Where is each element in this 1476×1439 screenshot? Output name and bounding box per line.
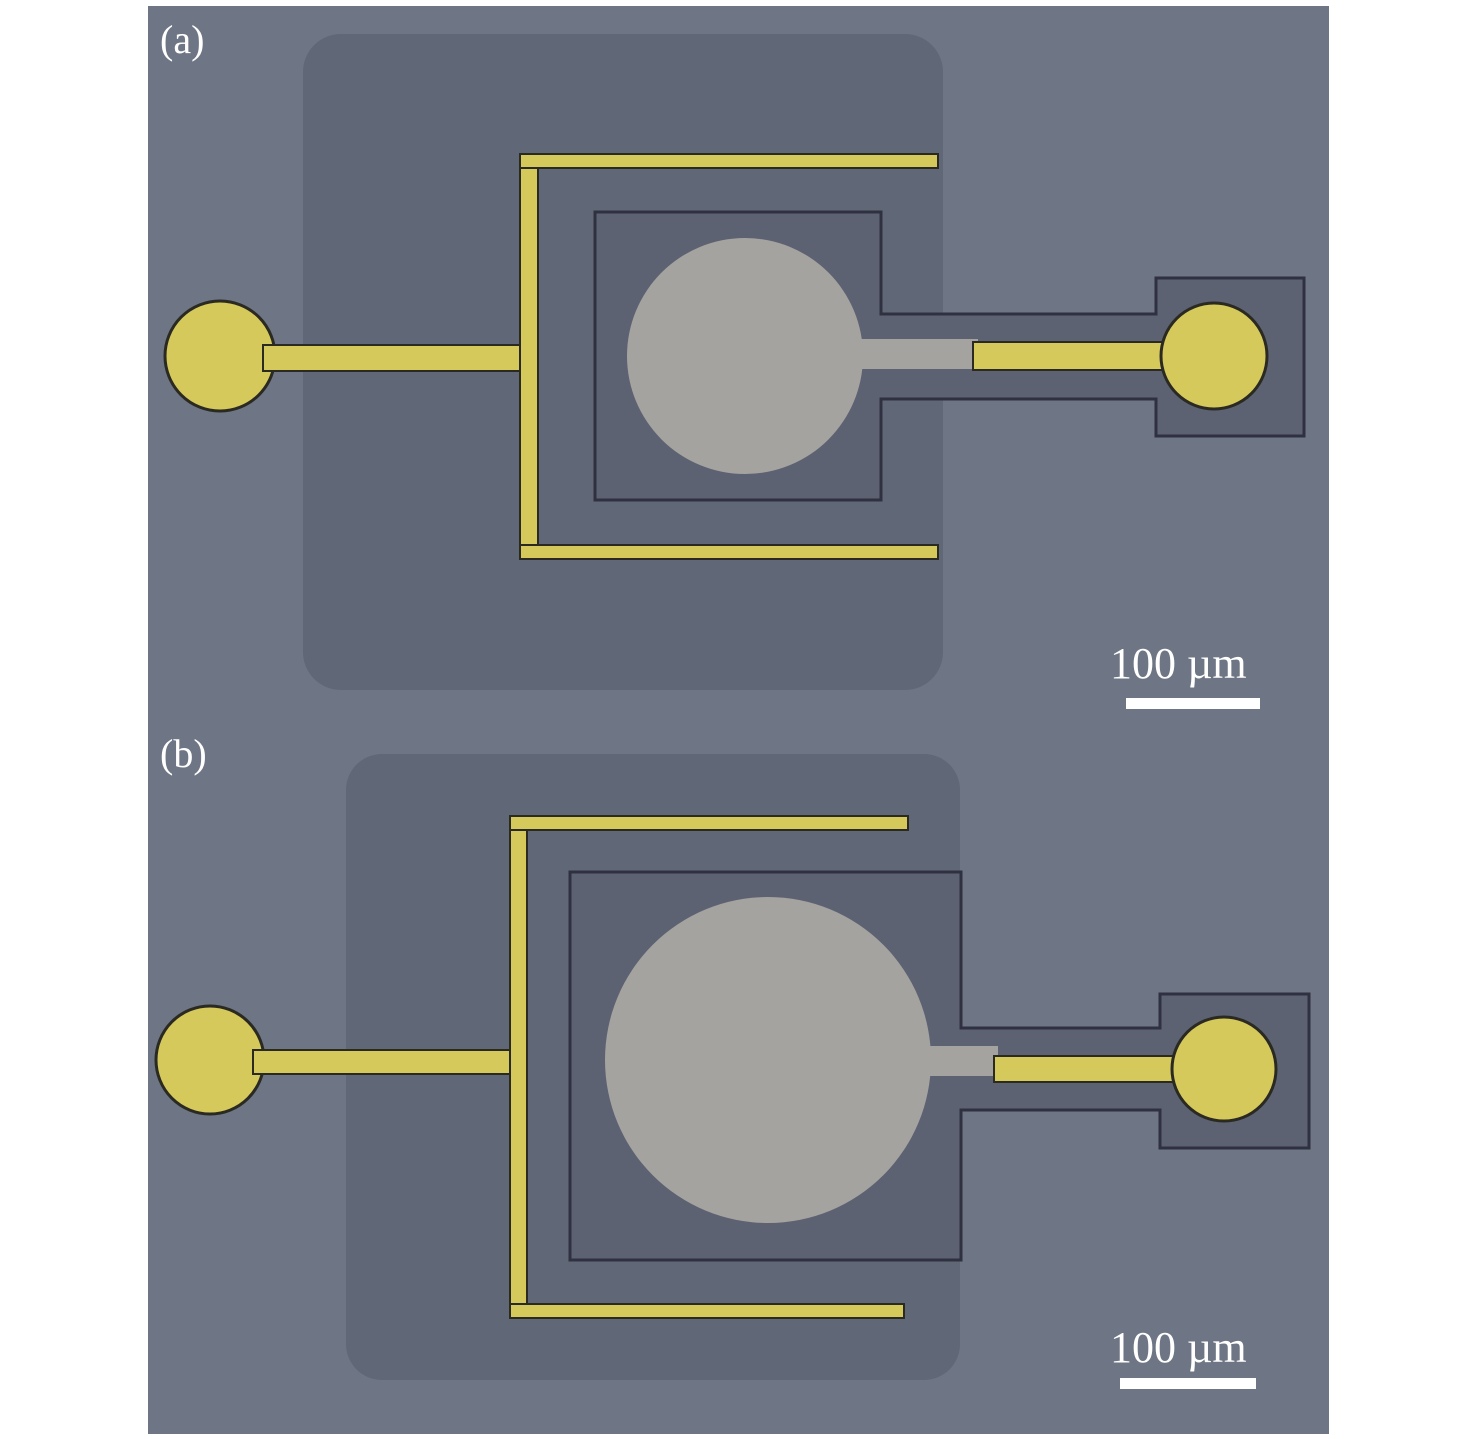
micrograph-figure: (a) 100 µm (b) 100 µm (148, 6, 1329, 1434)
panel-b-scale-bar (1120, 1378, 1256, 1389)
panel-b-micrograph (148, 720, 1329, 1434)
panel-b: (b) 100 µm (148, 720, 1329, 1434)
panel-a-scale-label: 100 µm (1110, 639, 1247, 688)
panel-a-scale-bar (1126, 698, 1260, 709)
right-electrode (993, 1015, 1278, 1123)
left-electrode (163, 153, 939, 560)
membrane-disc (605, 897, 931, 1223)
membrane-neck (838, 339, 978, 369)
membrane-disc (627, 238, 863, 474)
panel-a-label: (a) (160, 17, 205, 62)
panel-a-micrograph (148, 6, 1329, 720)
panel-b-scale-label: 100 µm (1110, 1323, 1247, 1372)
left-electrode (154, 815, 909, 1319)
membrane-neck (918, 1046, 998, 1076)
panel-b-label: (b) (160, 731, 207, 776)
panel-a: (a) 100 µm (148, 6, 1329, 720)
right-electrode (972, 301, 1269, 411)
